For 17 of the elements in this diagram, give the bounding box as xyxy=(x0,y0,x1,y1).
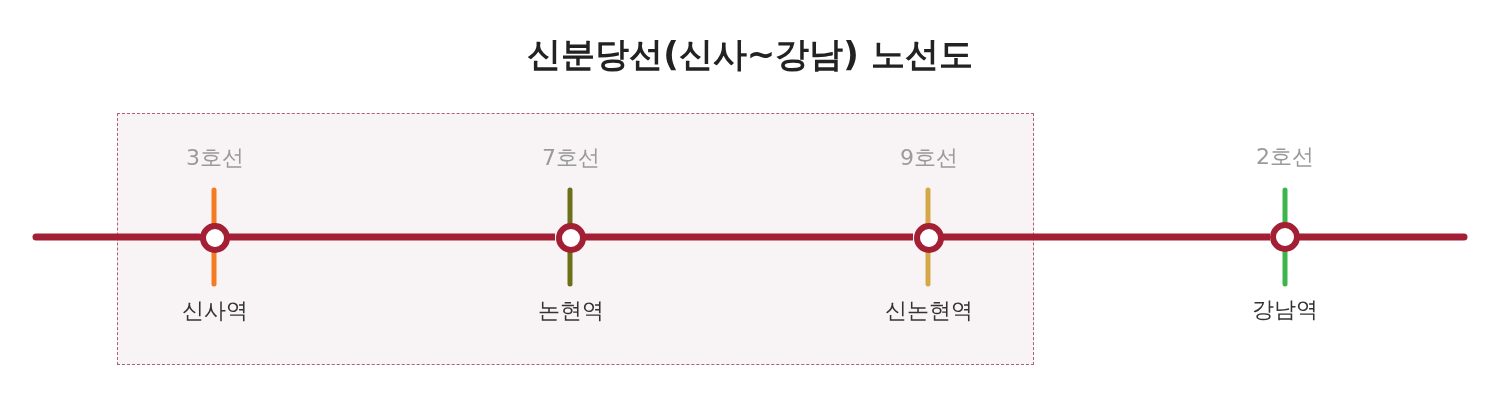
station-circle xyxy=(556,223,586,253)
station-name-label: 신논현역 xyxy=(884,297,974,325)
subway-line xyxy=(32,233,203,241)
station-name-label: 신사역 xyxy=(181,297,249,325)
diagram-title: 신분당선(신사~강남) 노선도 xyxy=(526,33,974,76)
station-name-label: 강남역 xyxy=(1251,296,1319,324)
station-circle xyxy=(914,223,944,253)
subway-line xyxy=(943,233,1270,241)
highlight-region xyxy=(117,113,1034,365)
line-name-label: 7호선 xyxy=(541,144,601,172)
station-circle xyxy=(1270,222,1300,252)
subway-line xyxy=(585,233,913,241)
station-name-label: 논현역 xyxy=(537,297,605,325)
line-name-label: 9호선 xyxy=(899,144,959,172)
subway-line xyxy=(229,233,555,241)
line-name-label: 2호선 xyxy=(1255,143,1315,171)
line-name-label: 3호선 xyxy=(185,144,245,172)
